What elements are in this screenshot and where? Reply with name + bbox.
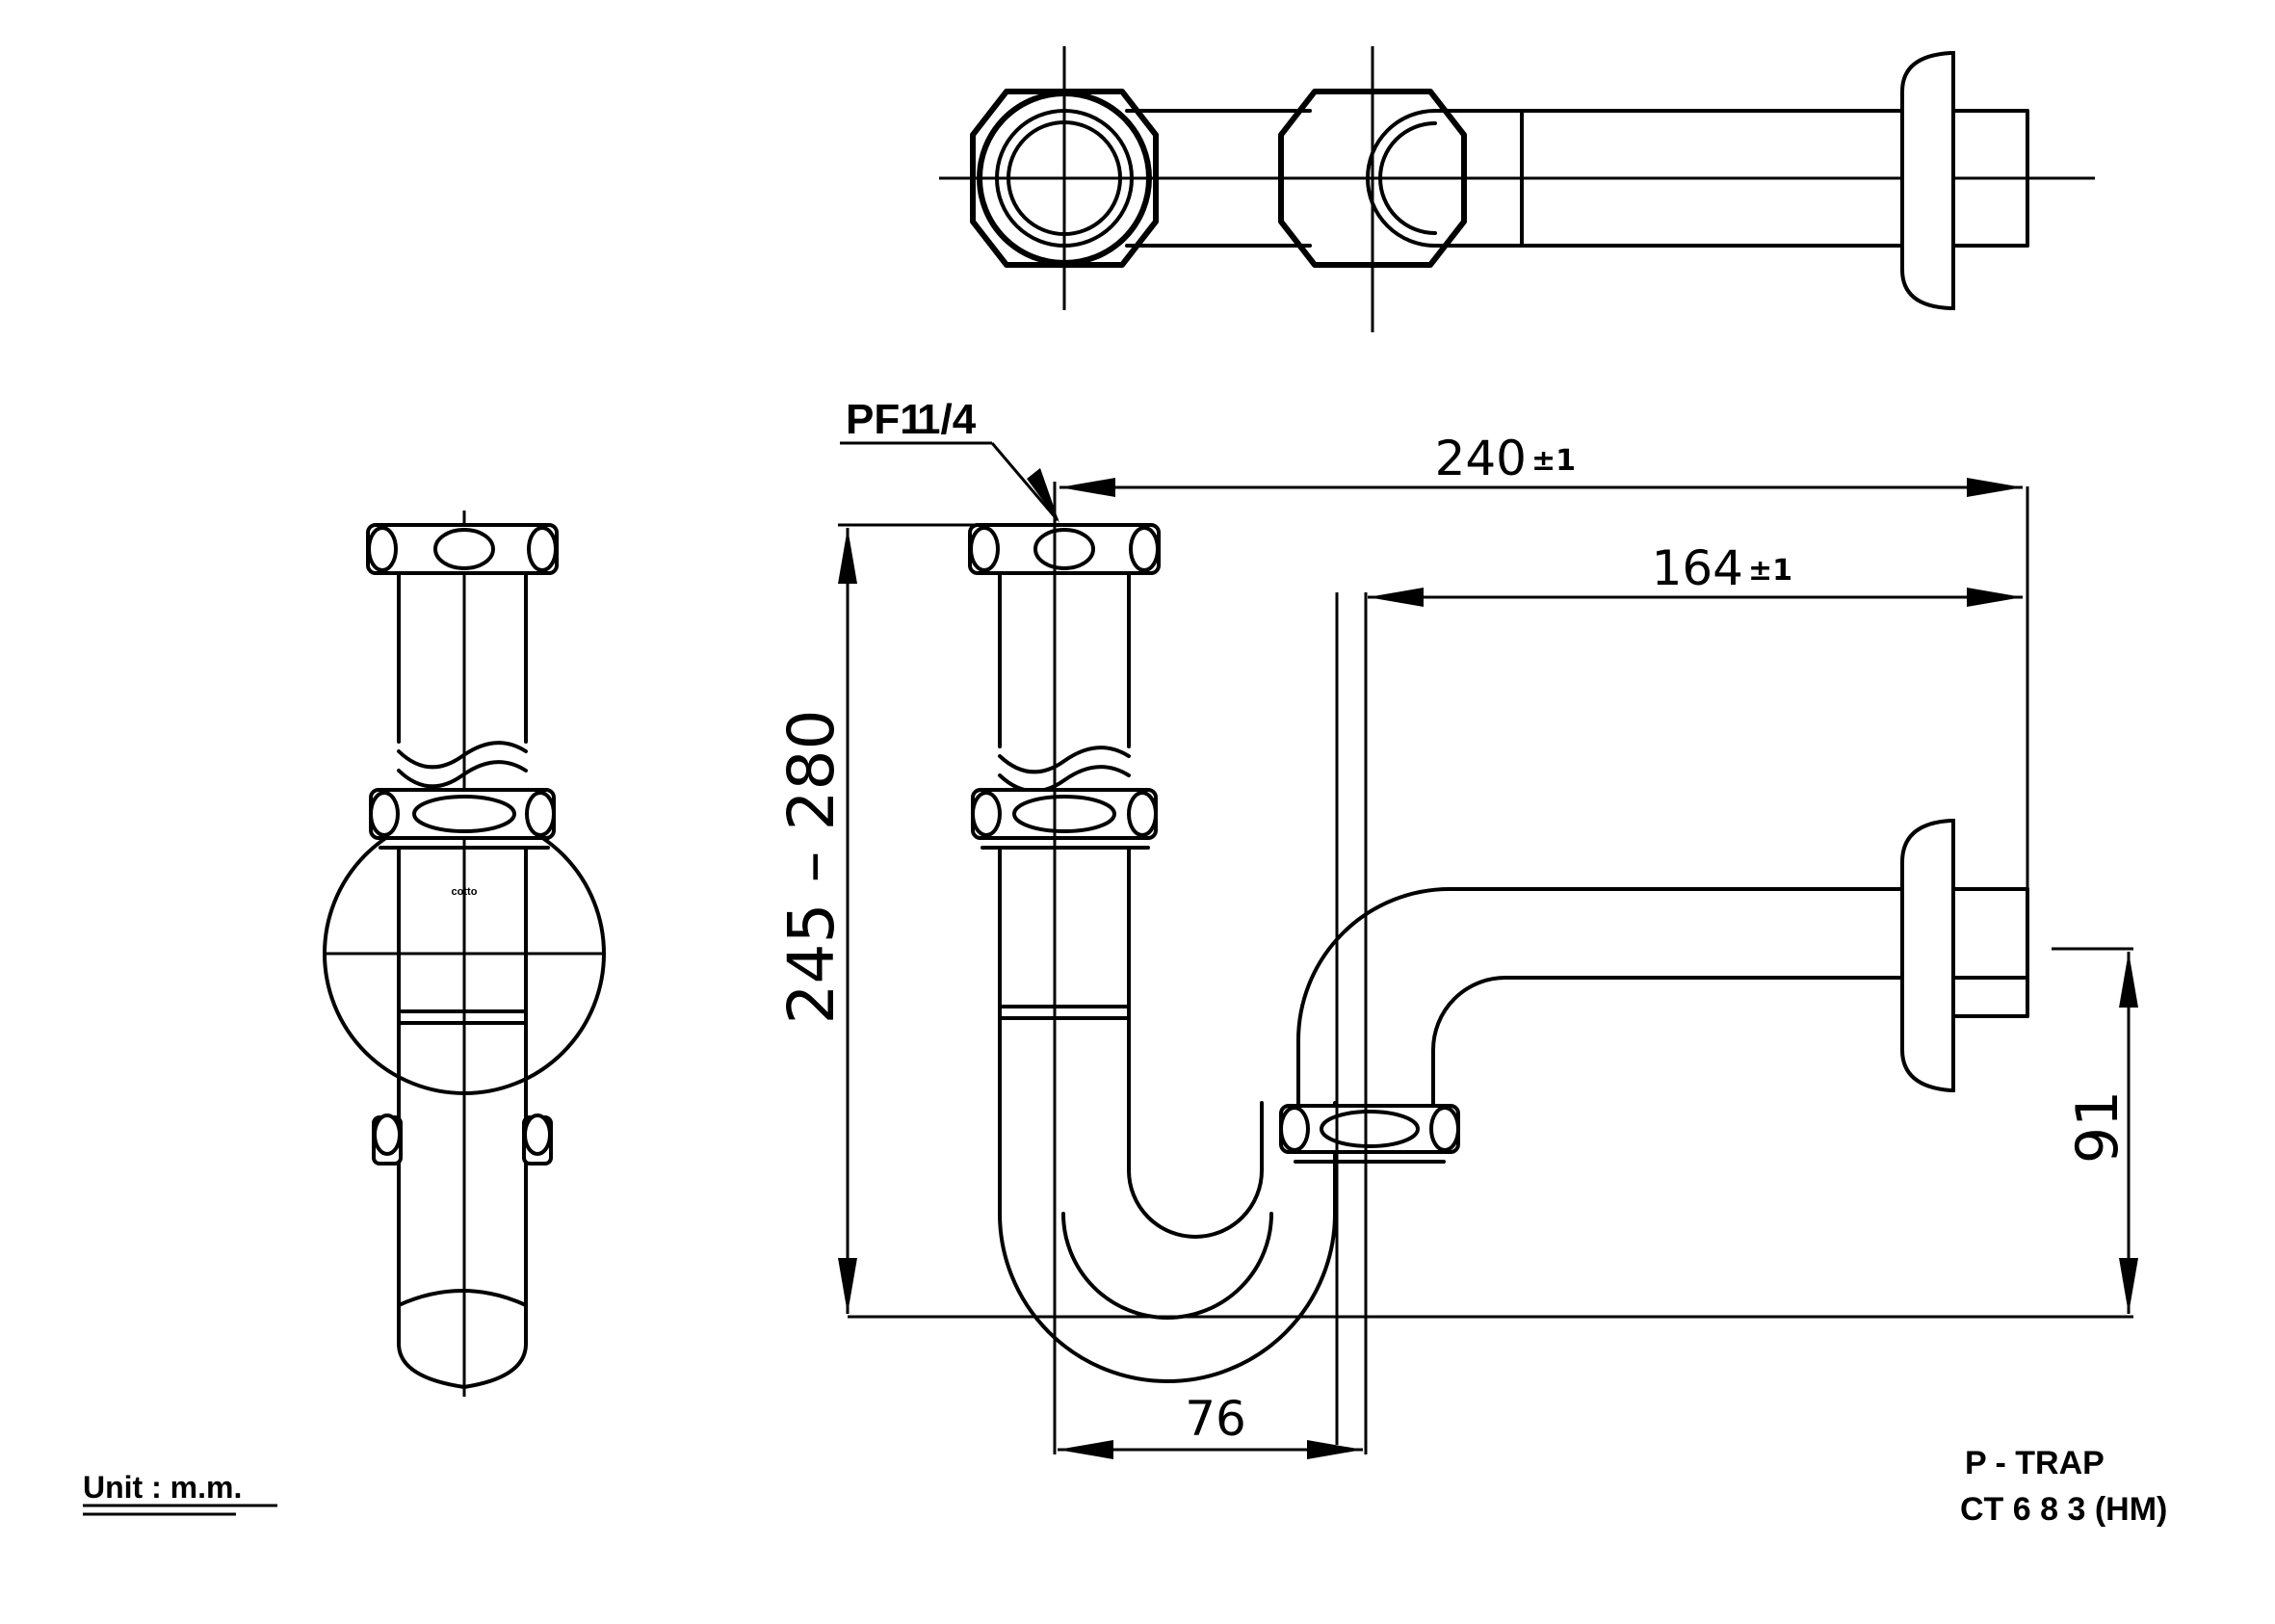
- front-view-trap-nut: [1279, 1104, 1460, 1164]
- front-view-middle-nut: [971, 788, 1158, 850]
- top-view-trap-nut: [1278, 89, 1467, 268]
- svg-text:91: 91: [2064, 1090, 2131, 1164]
- svg-text:Unit : m.m.: Unit : m.m.: [83, 1470, 242, 1505]
- unit-note: Unit : m.m.: [83, 1470, 277, 1516]
- svg-text:±1: ±1: [1531, 444, 1576, 478]
- dim-outlet-length: 240 ±1: [1059, 431, 2023, 497]
- thread-callout: PF1 1/4: [840, 396, 1059, 523]
- dim-offset-length: 164 ±1: [1368, 540, 2023, 607]
- front-view-outlet-arm: [1296, 887, 2029, 1108]
- svg-text:164: 164: [1652, 540, 1743, 596]
- side-view-bottom-bosses: [372, 1113, 553, 1166]
- svg-text:240: 240: [1435, 431, 1527, 486]
- product-title: P - TRAP CT 6 8 3 (HM): [1960, 1445, 2167, 1528]
- dim-bend-width: 76: [1058, 1391, 1363, 1459]
- svg-text:1/4: 1/4: [917, 396, 977, 443]
- front-view-top-nut: [968, 523, 1161, 575]
- svg-text:P - TRAP: P - TRAP: [1965, 1445, 2105, 1481]
- side-view-middle-nut: [369, 788, 556, 850]
- top-view: [939, 46, 2095, 332]
- dim-overall-height: 245 – 280: [774, 528, 857, 1314]
- svg-text:CT 6 8 3 (HM): CT 6 8 3 (HM): [1960, 1491, 2167, 1528]
- svg-text:PF1: PF1: [846, 396, 924, 443]
- side-view-logo-mark: cotto: [452, 886, 478, 898]
- front-view-wall-flange: [1900, 819, 1955, 1092]
- dim-outlet-height: 91: [2064, 952, 2138, 1314]
- top-view-inlet-nut: [970, 89, 1159, 268]
- side-view-top-nut: [366, 523, 559, 575]
- svg-text:±1: ±1: [1748, 554, 1792, 588]
- side-view: cotto: [323, 511, 606, 1397]
- svg-text:245 – 280: 245 – 280: [774, 710, 849, 1025]
- dimensions: 240 ±1 164 ±1 245 – 280 91: [774, 396, 2138, 1459]
- top-view-wall-flange: [1900, 51, 1955, 310]
- front-view-u-bend-outer: [998, 1212, 1337, 1383]
- front-view: [968, 523, 2029, 1445]
- svg-text:76: 76: [1185, 1391, 1246, 1447]
